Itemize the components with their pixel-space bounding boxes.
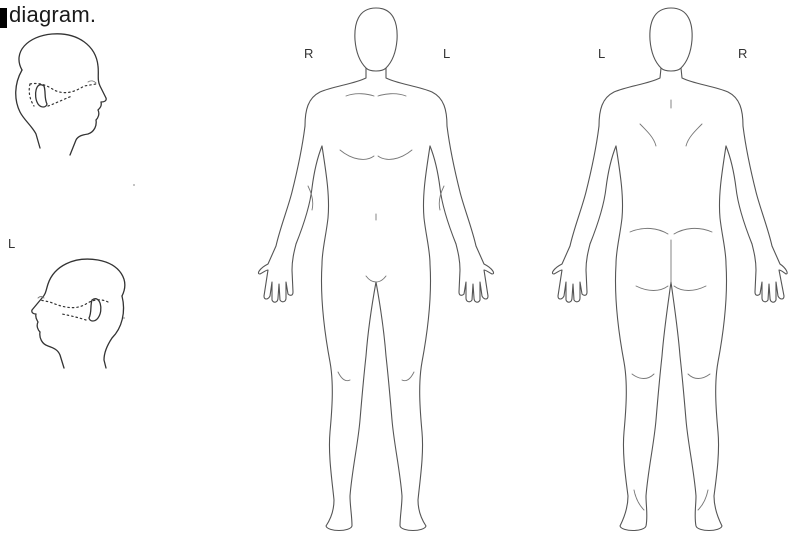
body-back-view: [552, 8, 787, 531]
body-front-view: [258, 8, 493, 531]
speck: [123, 317, 125, 319]
head-profile-right-facing: [16, 34, 106, 155]
head-profile-left-facing: [32, 259, 125, 368]
speck: [133, 184, 135, 186]
